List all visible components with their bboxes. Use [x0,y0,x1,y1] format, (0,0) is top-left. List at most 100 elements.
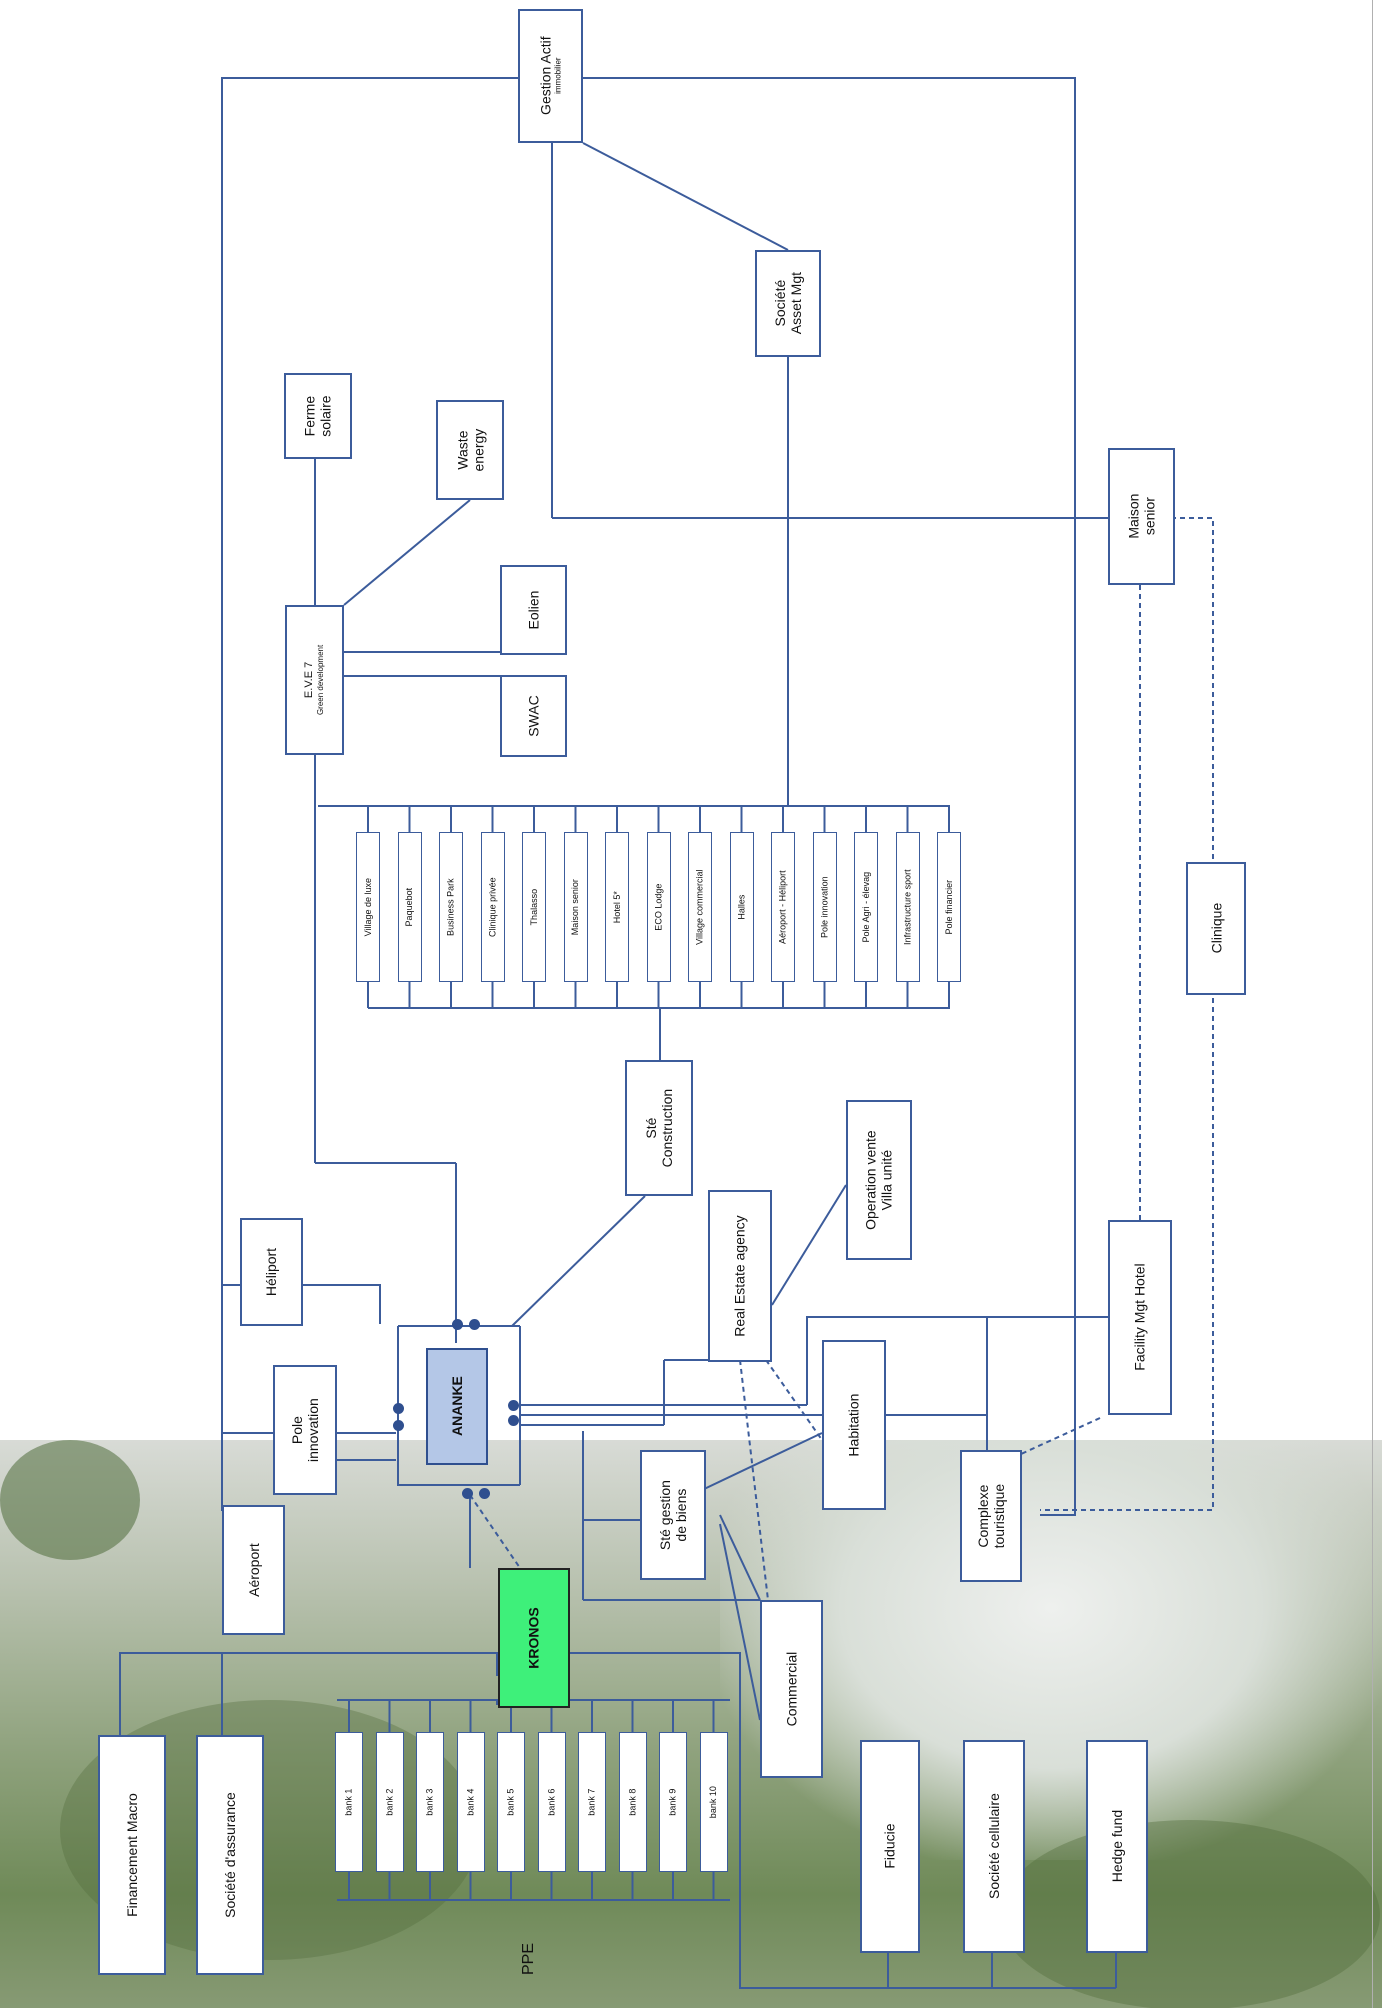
page-edge [1372,0,1373,2008]
connector-dot [393,1420,404,1431]
node-real-estate-agency[interactable]: Real Estate agency [708,1190,772,1362]
bank-box[interactable]: bank 9 [659,1732,687,1872]
bank-box[interactable]: bank 1 [335,1732,363,1872]
bank-label: bank 8 [627,1788,638,1816]
node-label: Maison [1125,493,1142,540]
bank-box[interactable]: bank 3 [416,1732,444,1872]
node-sublabel: immobilier [553,57,563,95]
bank-box[interactable]: bank 10 [699,1732,728,1872]
node-label: Complexe [974,1484,991,1548]
project-box[interactable]: Halles [729,832,754,982]
node-label: Gestion Actif [537,36,554,116]
project-label: Pole financier [943,879,954,935]
project-label: Aéroport - Héliport [777,870,788,944]
background-haze [720,1440,1382,1860]
project-label: Clinique privée [487,877,498,937]
background-foliage [0,1440,140,1560]
node-label-2: Villa unité [879,1149,895,1211]
node-hedge-fund[interactable]: Hedge fund [1086,1740,1148,1953]
connector-dot [469,1319,480,1330]
node-label-2: touristique [991,1483,1007,1549]
node-facility-mgt-hotel[interactable]: Facility Mgt Hotel [1108,1220,1172,1415]
project-label: Business Park [445,878,456,936]
project-box[interactable]: Clinique privée [480,832,505,982]
project-box[interactable]: Maison senior [563,832,588,982]
project-label: Pole innovation [819,876,830,938]
node-societe-cellulaire[interactable]: Société cellulaire [963,1740,1025,1953]
project-box[interactable]: Pole innovation [812,832,837,982]
project-box[interactable]: Village commercial [688,832,712,982]
node-label: KRONOS [525,1607,542,1669]
bank-label: bank 7 [586,1788,597,1816]
node-label: Sté [642,1117,659,1139]
node-label: Héliport [263,1247,280,1297]
project-box[interactable]: Village de luxe [356,832,380,982]
bank-box[interactable]: bank 5 [497,1732,525,1872]
node-label: SWAC [525,695,542,737]
bank-label: bank 2 [384,1788,395,1816]
node-commercial[interactable]: Commercial [760,1600,823,1778]
project-box[interactable]: Pole financier [937,832,961,982]
node-eolien[interactable]: Eolien [500,565,567,655]
project-box[interactable]: Aéroport - Héliport [771,832,795,982]
node-label: Commercial [783,1651,800,1727]
bank-label: bank 3 [424,1788,435,1816]
node-swac[interactable]: SWAC [500,675,567,757]
project-box[interactable]: Infrastructure sport [895,832,920,982]
project-box[interactable]: Thalasso [522,832,546,982]
bank-box[interactable]: bank 7 [578,1732,606,1872]
project-box[interactable]: ECO Lodge [646,832,671,982]
project-box[interactable]: Business Park [439,832,463,982]
node-label: Hedge fund [1108,1810,1125,1883]
node-ananke[interactable]: ANANKE [426,1348,488,1465]
node-kronos[interactable]: KRONOS [498,1568,570,1708]
node-heliport[interactable]: Héliport [240,1218,303,1326]
node-label: Ferme [301,395,318,437]
bank-label: bank 10 [708,1785,719,1819]
bank-label: bank 9 [667,1788,678,1816]
node-label-2: Construction [659,1088,675,1168]
node-label-2: energy [470,428,486,472]
node-habitation[interactable]: Habitation [822,1340,886,1510]
node-label: Real Estate agency [731,1215,748,1337]
node-label: E.V.E 7 [303,661,316,699]
project-box[interactable]: Pole Agri - élevag [854,832,878,982]
project-box[interactable]: Hotel 5* [605,832,629,982]
bank-box[interactable]: bank 2 [375,1732,404,1872]
node-label: Pole [288,1415,305,1445]
node-label: Habitation [845,1393,862,1457]
node-label: Fiducie [881,1823,898,1870]
node-label: Operation vente [862,1130,879,1230]
project-box[interactable]: Paquebot [397,832,422,982]
node-fiducie[interactable]: Fiducie [860,1740,920,1953]
bank-box[interactable]: bank 8 [618,1732,647,1872]
node-clinique[interactable]: Clinique [1186,862,1246,995]
ppe-label: PPE [520,1942,537,1975]
background-foliage [1000,1820,1380,2008]
project-label: Thalasso [528,888,539,926]
project-label: Infrastructure sport [902,869,913,945]
bank-label: bank 5 [505,1788,516,1816]
bank-box[interactable]: bank 4 [456,1732,485,1872]
project-label: Paquebot [404,887,415,927]
bank-box[interactable]: bank 6 [537,1732,566,1872]
node-aeroport[interactable]: Aéroport [222,1505,285,1635]
project-label: Maison senior [570,878,581,936]
node-label: Clinique [1207,903,1224,954]
node-financement-macro[interactable]: Financement Macro [98,1735,166,1975]
node-label: Société cellulaire [985,1793,1002,1900]
node-societe-assurance[interactable]: Société d'assurance [196,1735,264,1975]
project-label: Village de luxe [362,877,373,937]
